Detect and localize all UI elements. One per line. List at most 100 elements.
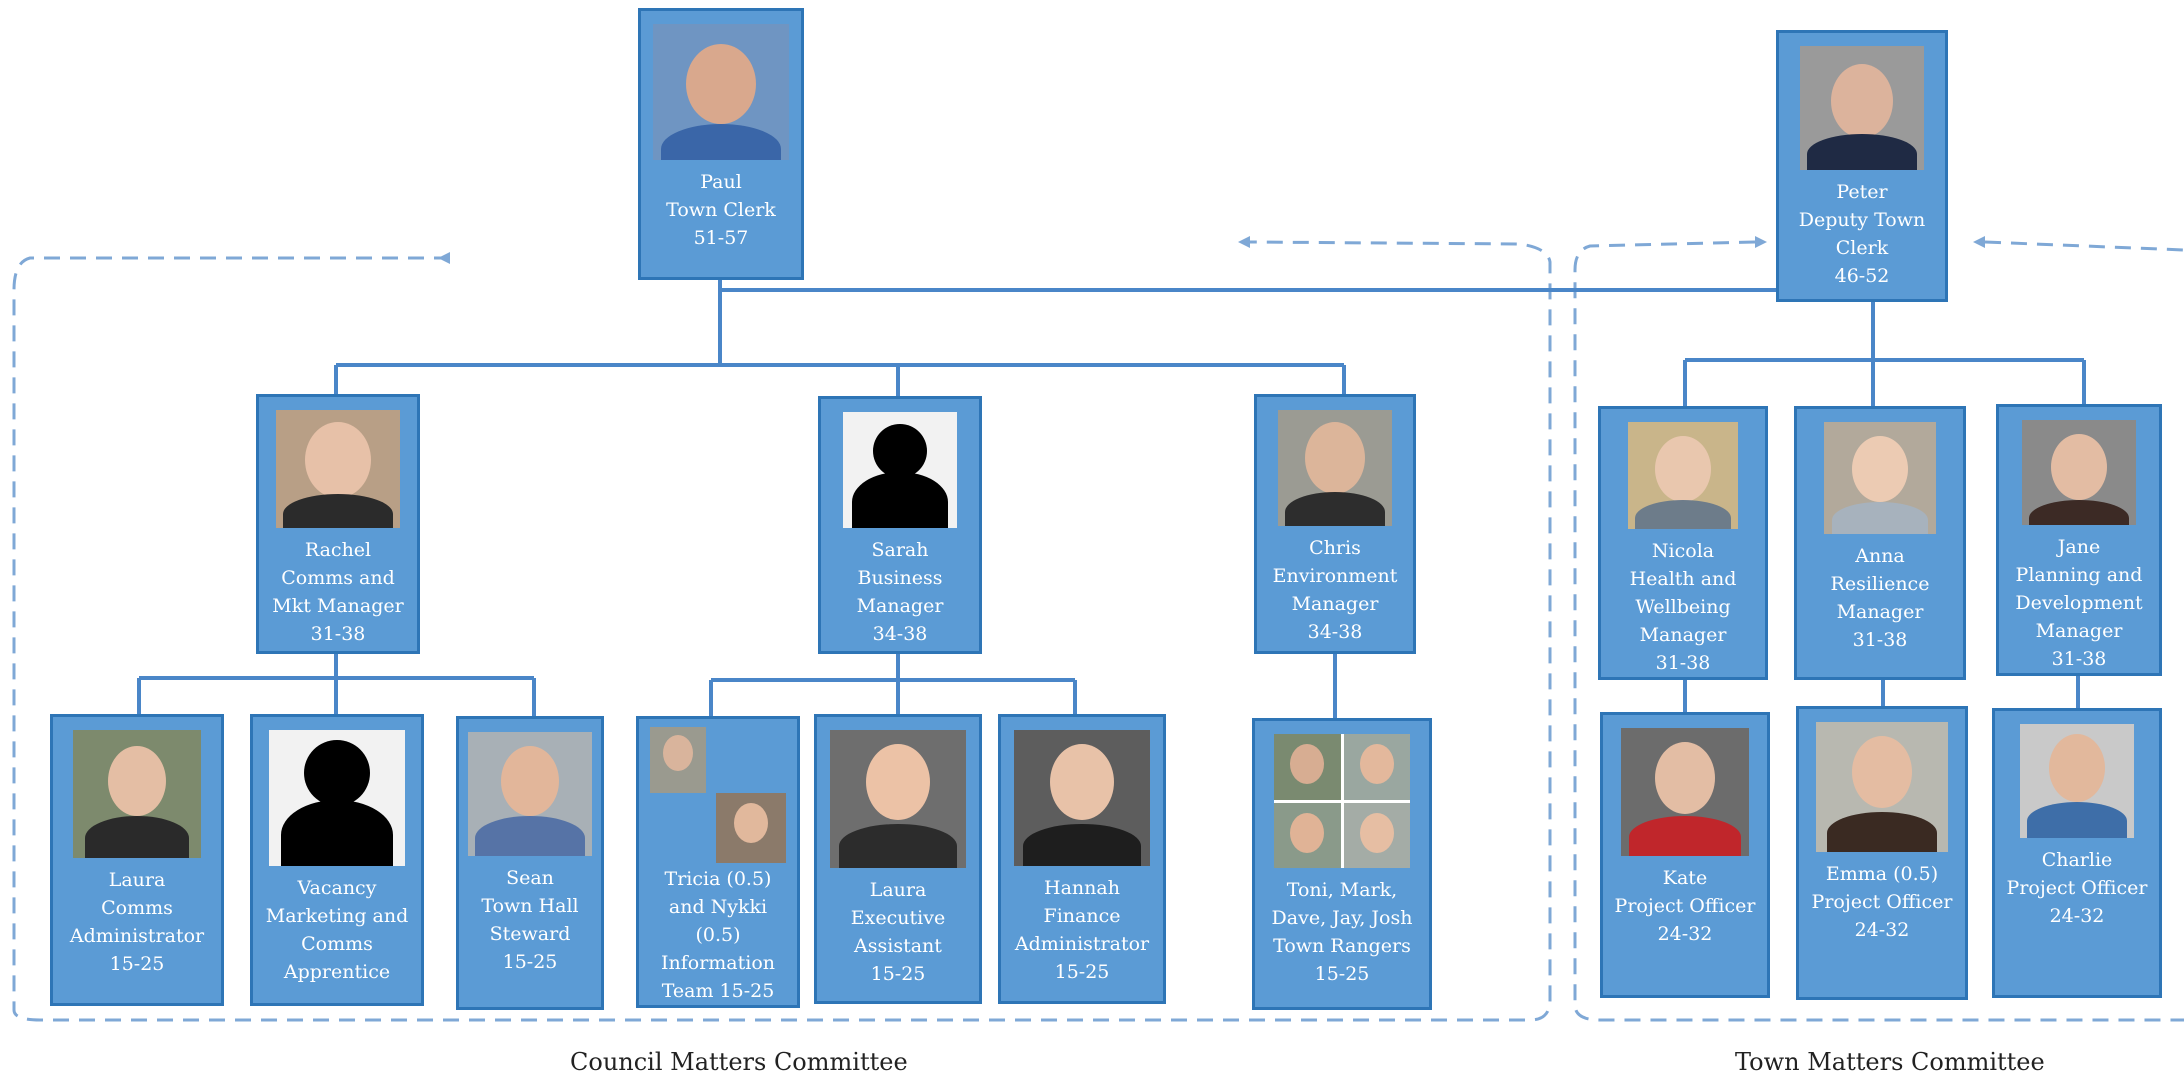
person-card-anna[interactable]: Anna Resilience Manager 31-38 (1794, 406, 1966, 680)
person-card-paul[interactable]: Paul Town Clerk 51-57 (638, 8, 804, 280)
person-card-hannah[interactable]: Hannah Finance Administrator 15-25 (998, 714, 1166, 1004)
person-photo-icon (830, 730, 966, 868)
person-name: Charlie (2041, 849, 2113, 871)
person-label: Laura Comms Administrator 15-25 (53, 866, 221, 978)
person-grade: 46-52 (1834, 265, 1890, 287)
person-grade: 15-25 (502, 951, 558, 973)
person-card-rangers[interactable]: Toni, Mark, Dave, Jay, Josh Town Rangers… (1252, 718, 1432, 1010)
town-committee-boundary (1573, 240, 2184, 1022)
person-card-sarah[interactable]: Sarah Business Manager 34-38 (818, 396, 982, 654)
person-grade: 15-25 (109, 953, 165, 975)
council-committee-label: Council Matters Committee (570, 1048, 908, 1076)
person-photo-icon (1800, 46, 1924, 170)
person-photo-icon (653, 24, 789, 160)
person-name: Rachel (304, 539, 372, 561)
person-card-chris[interactable]: Chris Environment Manager 34-38 (1254, 394, 1416, 654)
person-grade: 15-25 (1054, 961, 1110, 983)
person-name: Hannah (1044, 877, 1120, 899)
connector-paul-managers (334, 280, 1346, 405)
person-name: Sean (506, 867, 554, 889)
town-committee-boundary-right (1984, 240, 2184, 252)
person-name: Peter (1836, 181, 1888, 203)
person-title: Marketing and Comms Apprentice (265, 905, 409, 983)
person-grade: 24-32 (1854, 919, 1910, 941)
person-grade: 15-25 (870, 963, 926, 985)
person-label: Kate Project Officer 24-32 (1609, 864, 1762, 948)
person-label: Peter Deputy Town Clerk 46-52 (1779, 178, 1945, 290)
person-name: Nicola (1651, 540, 1715, 562)
person-label: Toni, Mark, Dave, Jay, Josh Town Rangers… (1255, 876, 1429, 988)
person-card-rachel[interactable]: Rachel Comms and Mkt Manager 31-38 (256, 394, 420, 654)
person-label: Sarah Business Manager 34-38 (821, 536, 979, 648)
two-person-photo-icon (650, 727, 786, 863)
boundary-arrow-left-icon (1973, 236, 1985, 248)
person-title: Town Rangers (1273, 935, 1411, 957)
person-name: Anna (1855, 545, 1905, 567)
person-card-vacancy[interactable]: Vacancy Marketing and Comms Apprentice (250, 714, 424, 1006)
connector-rachel-team (137, 652, 536, 716)
person-photo-icon (1628, 422, 1738, 529)
person-title: Planning and Development Manager (2015, 564, 2143, 642)
person-grade: 31-38 (2051, 648, 2107, 670)
boundary-arrow-left-icon (1238, 236, 1250, 248)
person-photo-icon (468, 732, 592, 856)
person-label: Chris Environment Manager 34-38 (1257, 534, 1413, 646)
placeholder-silhouette-icon (843, 412, 957, 528)
person-name: Jane (2057, 536, 2101, 558)
person-card-jane[interactable]: Jane Planning and Development Manager 31… (1996, 404, 2162, 676)
person-card-nicola[interactable]: Nicola Health and Wellbeing Manager 31-3… (1598, 406, 1768, 680)
person-card-peter[interactable]: Peter Deputy Town Clerk 46-52 (1776, 30, 1948, 302)
person-name: Laura (108, 869, 166, 891)
person-title: Business Manager (856, 567, 944, 617)
person-name: Laura (869, 879, 927, 901)
person-title: Comms and Mkt Manager (272, 567, 404, 617)
person-name: Sarah (871, 539, 929, 561)
person-label: Sean Town Hall Steward 15-25 (459, 864, 601, 976)
person-label: Tricia (0.5) and Nykki (0.5) Information… (639, 865, 797, 1005)
person-name: Kate (1662, 867, 1708, 889)
person-label: Nicola Health and Wellbeing Manager 31-3… (1601, 537, 1765, 677)
person-grade: 15-25 (1314, 963, 1370, 985)
person-photo-icon (1278, 410, 1392, 526)
person-label: Hannah Finance Administrator 15-25 (1001, 874, 1163, 986)
person-photo-icon (1824, 422, 1936, 534)
person-photo-icon (1816, 722, 1948, 852)
person-label: Paul Town Clerk 51-57 (660, 168, 782, 252)
town-committee-label: Town Matters Committee (1735, 1048, 2045, 1076)
person-card-tricia-nykki[interactable]: Tricia (0.5) and Nykki (0.5) Information… (636, 716, 800, 1008)
person-photo-icon (73, 730, 201, 858)
placeholder-silhouette-icon (269, 730, 405, 866)
person-title: Resilience Manager (1830, 573, 1930, 623)
person-grade: 24-32 (2049, 905, 2105, 927)
person-card-charlie[interactable]: Charlie Project Officer 24-32 (1992, 708, 2162, 998)
person-label: Rachel Comms and Mkt Manager 31-38 (259, 536, 417, 648)
person-label: Anna Resilience Manager 31-38 (1797, 542, 1963, 654)
connector-peter-managers (1683, 300, 2086, 408)
person-photo-icon (276, 410, 400, 528)
person-label: Charlie Project Officer 24-32 (2001, 846, 2154, 930)
person-title: Deputy Town Clerk (1798, 209, 1926, 259)
boundary-arrow-right-icon (1755, 236, 1767, 248)
person-card-laura-exec[interactable]: Laura Executive Assistant 15-25 (814, 714, 982, 1004)
connector-sarah-team (709, 652, 1077, 716)
person-title: Project Officer (1811, 891, 1953, 913)
council-committee-boundary (12, 240, 1552, 1022)
person-label: Laura Executive Assistant 15-25 (817, 876, 979, 988)
person-title: Project Officer (2006, 877, 2148, 899)
person-card-sean[interactable]: Sean Town Hall Steward 15-25 (456, 716, 604, 1010)
person-title: Health and Wellbeing Manager (1629, 568, 1737, 646)
person-grade: 15-25 (719, 980, 775, 1002)
person-grade: 31-38 (1655, 652, 1711, 674)
person-card-kate[interactable]: Kate Project Officer 24-32 (1600, 712, 1770, 998)
person-card-emma[interactable]: Emma (0.5) Project Officer 24-32 (1796, 706, 1968, 1000)
person-grade: 34-38 (872, 623, 928, 645)
boundary-arrow-right-icon (438, 252, 450, 264)
person-name: Emma (0.5) (1825, 863, 1939, 885)
person-photo-icon (1014, 730, 1150, 866)
person-label: Vacancy Marketing and Comms Apprentice (253, 874, 421, 986)
person-title: Project Officer (1614, 895, 1756, 917)
person-card-laura-comms[interactable]: Laura Comms Administrator 15-25 (50, 714, 224, 1006)
person-label: Jane Planning and Development Manager 31… (1999, 533, 2159, 673)
person-name: Paul (700, 171, 742, 193)
